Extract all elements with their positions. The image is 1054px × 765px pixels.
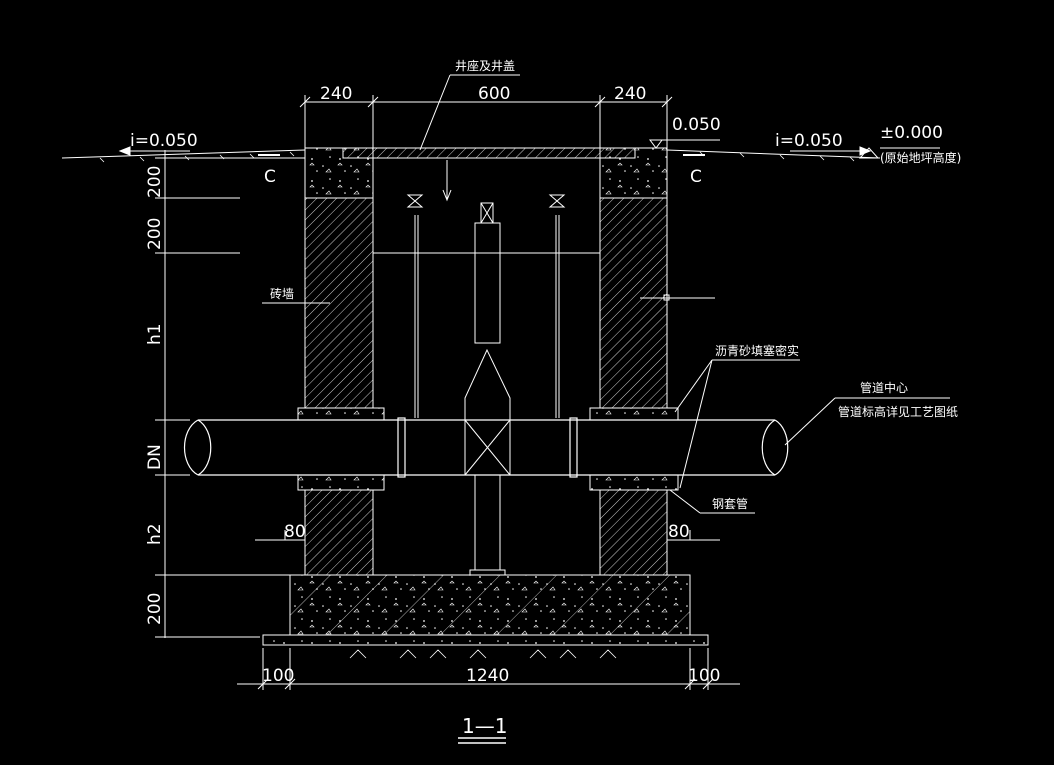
- label-pipe-elev-note: 管道标高详见工艺图纸: [838, 404, 958, 419]
- section-mark-right: C: [690, 167, 702, 187]
- asphalt-leader: [674, 359, 800, 489]
- offset-left: 80: [284, 522, 306, 542]
- dim-wall-left: 240: [320, 84, 352, 104]
- cover-leader: [419, 74, 520, 151]
- base-right: 100: [688, 666, 720, 686]
- section-mark-left: C: [264, 167, 276, 187]
- vdim-200-top: 200: [145, 166, 165, 198]
- brick-leader: [262, 294, 715, 304]
- bottom-dimension-lines: [237, 648, 740, 690]
- ground-note: (原始地坪高度): [880, 150, 961, 165]
- offset-right: 80: [668, 522, 690, 542]
- valve-stems: [406, 194, 566, 418]
- vdim-dn: DN: [145, 444, 165, 470]
- label-brick-wall: 砖墙: [270, 286, 294, 301]
- steel-sleeves: [297, 407, 679, 491]
- section-title: 1—1: [462, 714, 507, 738]
- top-dimension-lines: [299, 95, 673, 148]
- title-underline: [458, 737, 506, 744]
- inner-lines: [373, 160, 600, 254]
- left-wall: [304, 147, 374, 576]
- dim-wall-right: 240: [614, 84, 646, 104]
- valve-body: [464, 202, 511, 576]
- dim-opening: 600: [478, 84, 510, 104]
- slope-left: i=0.050: [130, 131, 198, 151]
- ground-line: [61, 139, 940, 159]
- pipe: [184, 417, 789, 478]
- base-slab: [262, 574, 709, 646]
- vdim-h1: h1: [145, 323, 165, 345]
- pipe-center-leader: [784, 397, 950, 446]
- label-pipe-center: 管道中心: [860, 380, 908, 395]
- base-left: 100: [262, 666, 294, 686]
- slope-right: i=0.050: [775, 131, 843, 151]
- label-cover: 井座及井盖: [455, 58, 515, 73]
- vdim-200-2: 200: [145, 218, 165, 250]
- label-steel-sleeve: 钢套管: [712, 496, 748, 511]
- sleeve-leader: [669, 489, 755, 514]
- offset-dims: [255, 530, 720, 541]
- right-wall: [599, 147, 668, 576]
- ground-elev: ±0.000: [880, 123, 943, 143]
- vdim-200-base: 200: [145, 593, 165, 625]
- base-width: 1240: [466, 666, 509, 686]
- manhole-cover: [342, 147, 636, 159]
- elev-cover: 0.050: [672, 115, 721, 135]
- soil-marks: [349, 649, 617, 659]
- label-asphalt-sand: 沥青砂填塞密实: [715, 343, 799, 358]
- vertical-dimension-lines: [155, 150, 305, 638]
- vdim-h2: h2: [145, 523, 165, 545]
